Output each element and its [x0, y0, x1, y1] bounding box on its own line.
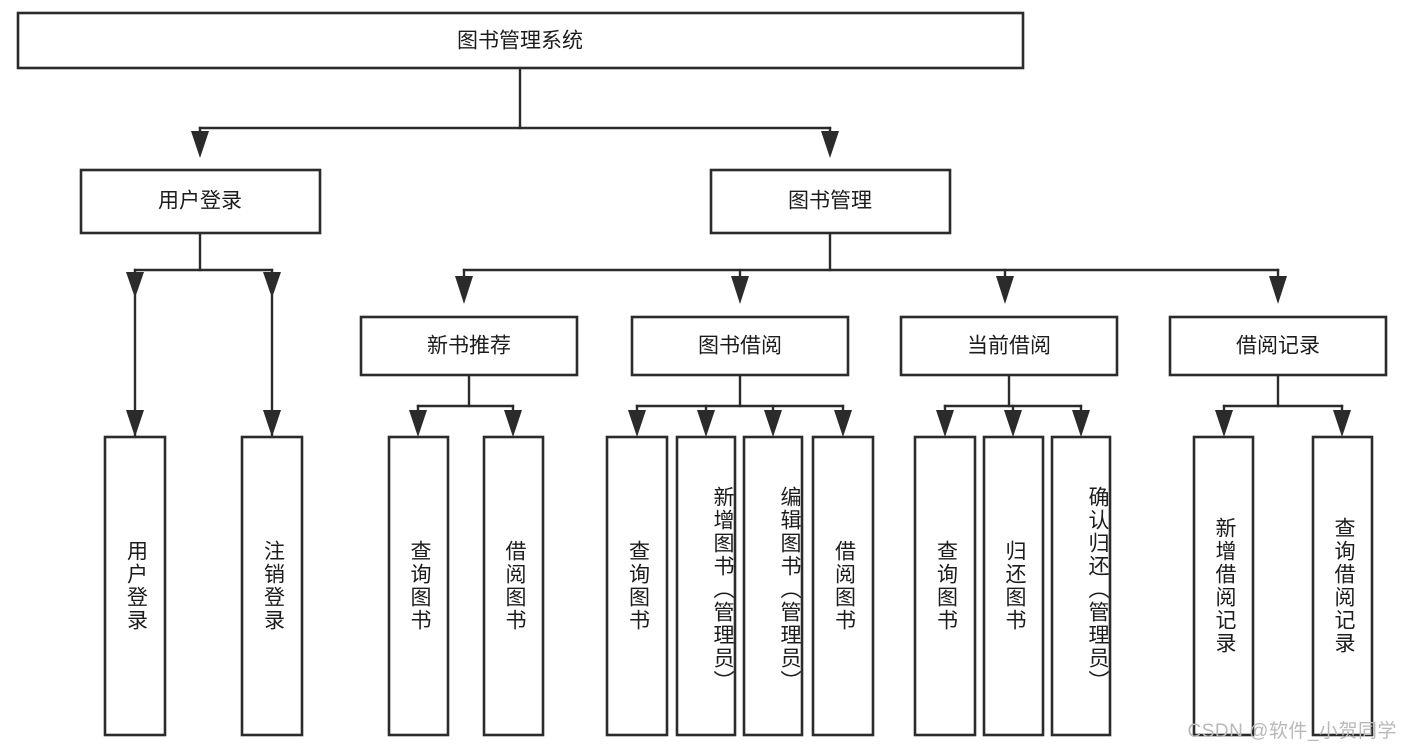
- node-book-manage[interactable]: [709, 168, 952, 235]
- node-leaf-user-login[interactable]: [103, 435, 167, 737]
- node-leaf-confirm-return[interactable]: [1050, 435, 1112, 737]
- node-book-borrow[interactable]: [630, 315, 850, 377]
- node-leaf-add-record[interactable]: [1192, 435, 1255, 737]
- node-leaf-query-record[interactable]: [1311, 435, 1374, 737]
- node-leaf-borrow-book-1[interactable]: [482, 435, 545, 737]
- arrow-to-leaf-user-logout: [263, 272, 281, 298]
- arrow-to-leaf-borrow-book-2: [834, 410, 852, 437]
- arrow-to-leaf-user-login: [126, 272, 144, 298]
- node-current-borrow[interactable]: [899, 315, 1119, 377]
- arrow-to-new-book-recommend: [455, 276, 473, 304]
- arrow-tip-leaf-user-login: [126, 410, 144, 437]
- arrow-to-leaf-borrow-book-1: [504, 410, 522, 437]
- arrow-to-leaf-query-book-1: [409, 410, 427, 437]
- arrow-to-leaf-return-book: [1004, 410, 1022, 437]
- node-leaf-query-book-3[interactable]: [913, 435, 977, 737]
- node-root-label: 图书管理系统: [457, 30, 583, 53]
- node-current-borrow-label: 当前借阅: [967, 335, 1051, 358]
- arrow-to-borrow-record: [1269, 276, 1287, 304]
- arrow-to-leaf-query-book-2: [628, 410, 646, 437]
- node-user-login-label: 用户登录: [158, 190, 242, 213]
- node-root[interactable]: [16, 11, 1025, 70]
- node-leaf-query-book-2[interactable]: [605, 435, 669, 737]
- node-borrow-record[interactable]: [1168, 315, 1388, 377]
- node-leaf-add-book[interactable]: [675, 435, 737, 737]
- node-borrow-record-label: 借阅记录: [1236, 335, 1320, 358]
- arrow-to-user-login: [191, 131, 209, 158]
- node-leaf-borrow-book-2[interactable]: [811, 435, 875, 737]
- node-user-login[interactable]: [79, 168, 322, 235]
- arrow-to-book-manage: [821, 131, 839, 158]
- node-leaf-edit-book[interactable]: [742, 435, 804, 737]
- arrow-to-leaf-edit-book: [764, 410, 782, 437]
- connectors-layer: [126, 66, 1351, 439]
- arrow-to-leaf-query-record: [1333, 410, 1351, 437]
- arrow-to-leaf-confirm-return: [1072, 410, 1090, 437]
- node-book-borrow-label: 图书借阅: [698, 335, 782, 358]
- arrow-tip-leaf-user-logout: [263, 410, 281, 437]
- node-new-book-recommend-label: 新书推荐: [427, 335, 511, 358]
- arrow-to-book-borrow: [731, 276, 749, 304]
- arrow-to-leaf-add-record: [1215, 410, 1233, 437]
- node-new-book-recommend[interactable]: [359, 315, 579, 377]
- arrow-to-current-borrow: [996, 276, 1014, 304]
- node-leaf-return-book[interactable]: [982, 435, 1045, 737]
- node-book-manage-label: 图书管理: [788, 190, 872, 213]
- node-leaf-query-book-1[interactable]: [387, 435, 450, 737]
- arrow-to-leaf-query-book-3: [936, 410, 954, 437]
- arrow-to-leaf-add-book: [697, 410, 715, 437]
- csdn-watermark: CSDN @软件_小贺同学: [1187, 721, 1397, 742]
- nodes-layer: 图书管理系统 用户登录 图书管理 新书推荐 图书借阅 当前借阅 借阅记录: [16, 11, 1388, 737]
- node-leaf-user-logout[interactable]: [240, 435, 304, 737]
